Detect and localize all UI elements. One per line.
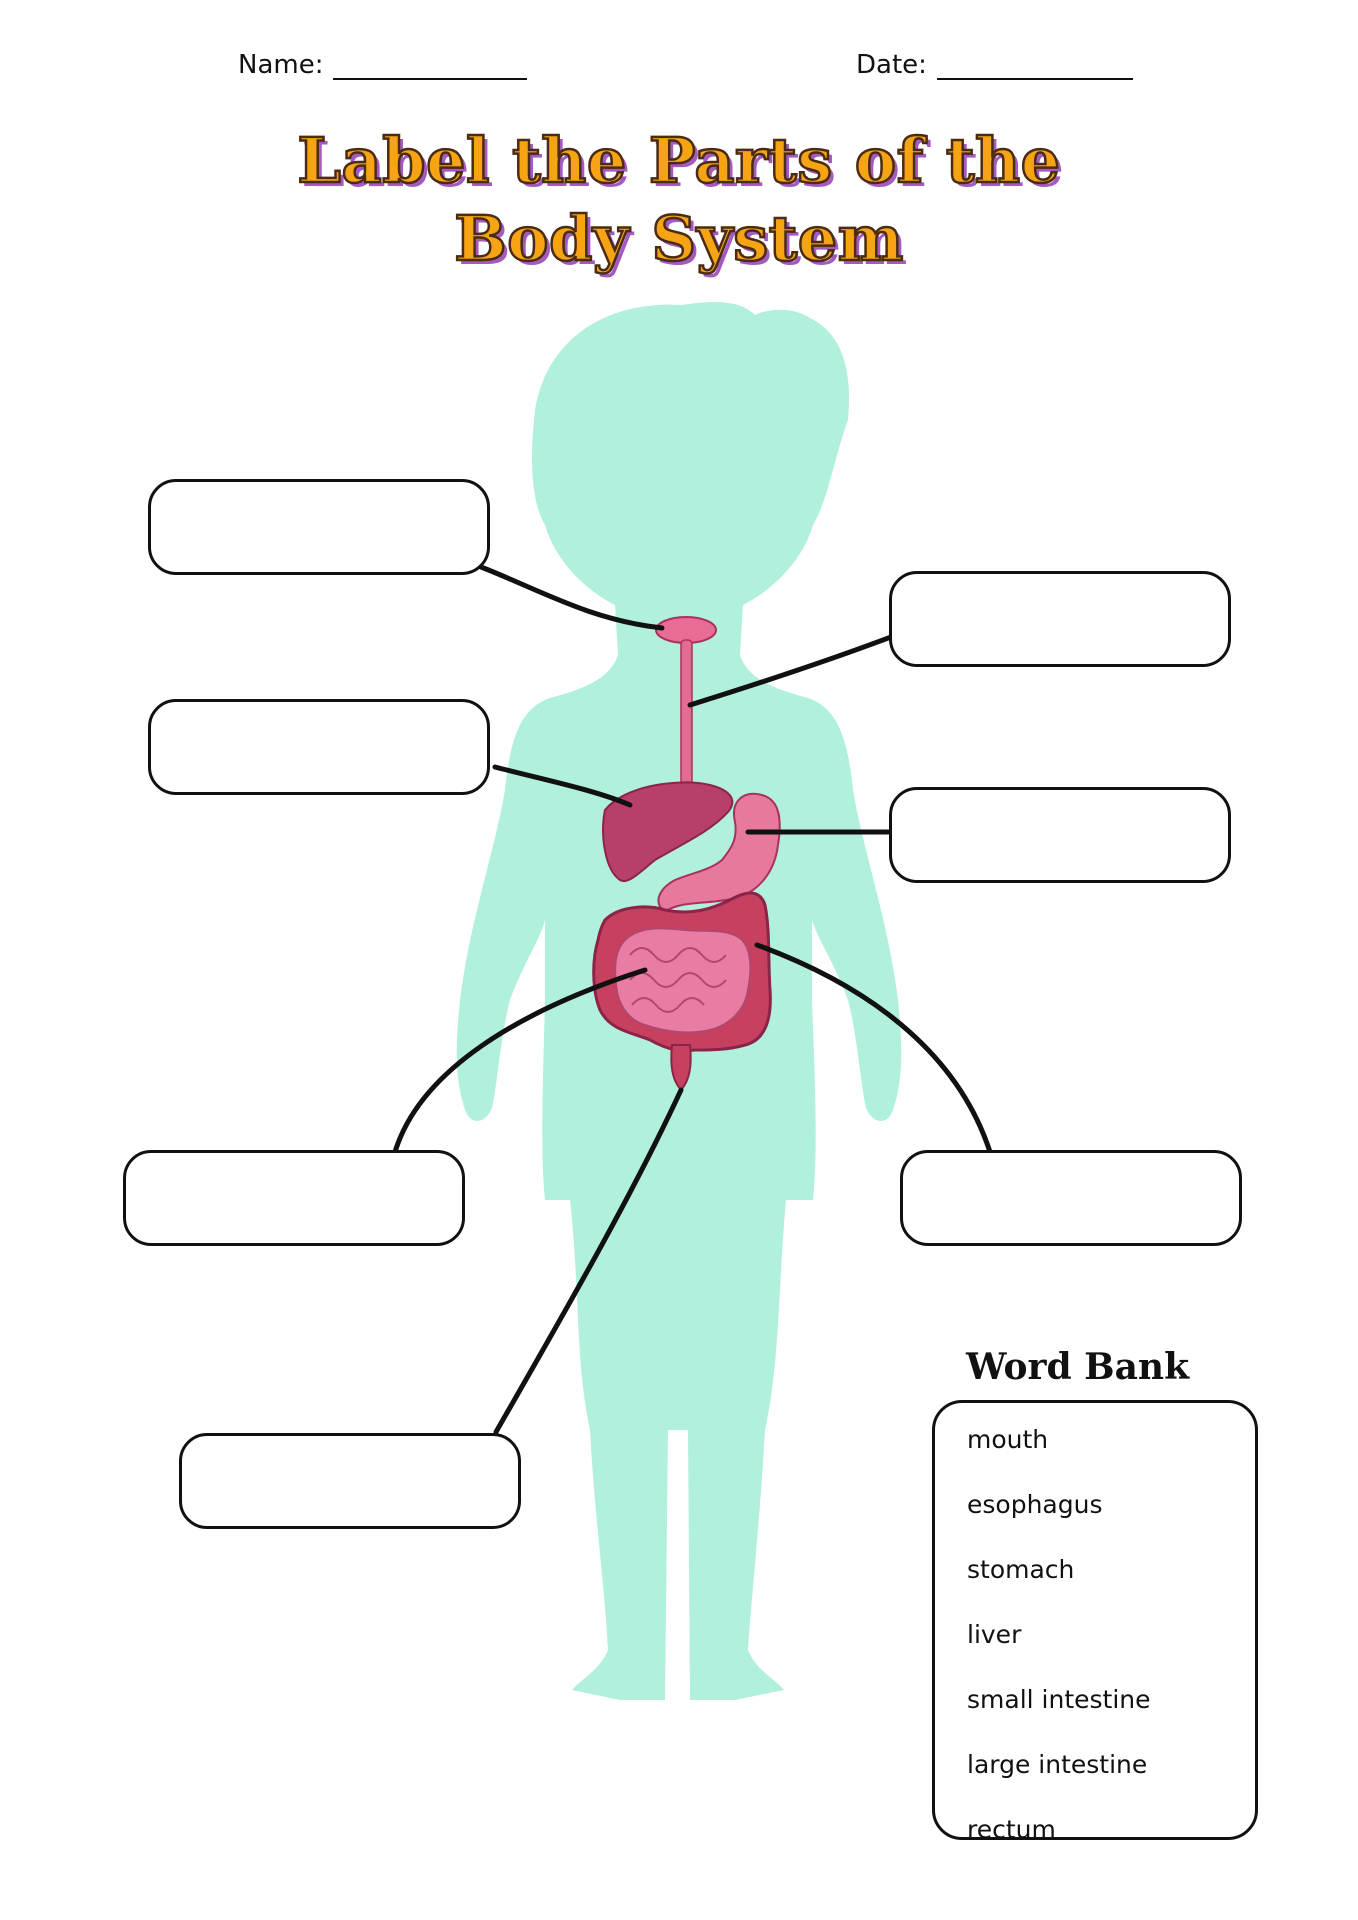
name-label: Name: (238, 50, 324, 80)
name-blank-line[interactable] (333, 52, 528, 80)
word-bank-list: mouth esophagus stomach liver small inte… (967, 1407, 1151, 1862)
word-bank-item: small intestine (967, 1685, 1151, 1714)
label-box-4[interactable] (889, 787, 1231, 883)
word-bank-item: mouth (967, 1425, 1049, 1454)
title-line-2: Body System (453, 201, 905, 277)
liver-organ (602, 781, 734, 883)
label-box-6[interactable] (900, 1150, 1242, 1246)
leader-line-liver (492, 764, 633, 808)
word-bank-item: rectum (967, 1815, 1056, 1844)
date-blank-line[interactable] (936, 52, 1133, 80)
word-bank-box: mouth esophagus stomach liver small inte… (932, 1400, 1258, 1844)
leader-line-small-intestine (392, 967, 648, 1155)
worksheet-title: Label the Parts of the Body System (0, 122, 1358, 278)
leader-line-large-intestine (754, 942, 993, 1155)
leader-lines (392, 564, 993, 1435)
label-box-3[interactable] (889, 571, 1231, 667)
word-bank-item: stomach (967, 1555, 1075, 1584)
stomach-organ (657, 792, 781, 914)
word-bank-title: Word Bank (966, 1346, 1190, 1388)
leader-line-esophagus (687, 634, 894, 708)
leader-line-mouth (478, 564, 665, 631)
date-field-row: Date: (856, 50, 1133, 80)
label-box-2[interactable] (148, 699, 490, 795)
label-box-5[interactable] (123, 1150, 465, 1246)
esophagus-organ (680, 639, 693, 791)
digestive-organs (592, 616, 781, 1092)
title-line-1: Label the Parts of the (296, 123, 1061, 199)
leader-line-rectum (493, 1087, 684, 1435)
name-field-row: Name: (238, 50, 528, 80)
mouth-organ (655, 616, 717, 644)
label-box-1[interactable] (148, 479, 490, 575)
word-bank-item: esophagus (967, 1490, 1103, 1519)
word-bank-item: liver (967, 1620, 1022, 1649)
coil-pattern (629, 947, 727, 1013)
small-intestine-organ (614, 927, 752, 1034)
label-box-7[interactable] (179, 1433, 521, 1529)
date-label: Date: (856, 50, 927, 80)
word-bank-item: large intestine (967, 1750, 1148, 1779)
